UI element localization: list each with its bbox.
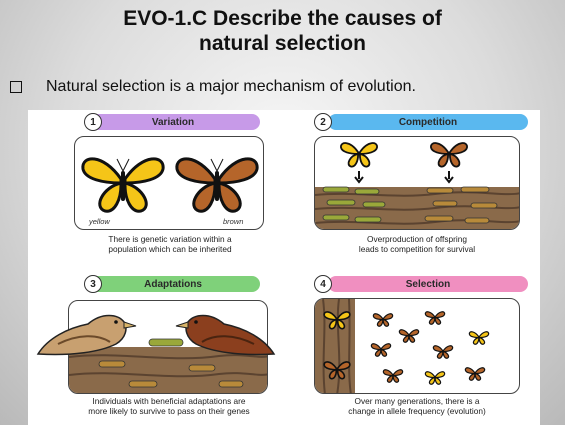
brown-butterfly-icon: [431, 143, 467, 167]
brown-butterfly-icon: [433, 346, 452, 359]
panel-number-text: 3: [90, 279, 96, 290]
panel-frame: yellow brown: [74, 136, 264, 230]
caption-line-2: change in allele frequency (evolution): [314, 406, 520, 416]
yellow-butterfly-icon: [83, 159, 163, 211]
bird-right-icon: [176, 316, 274, 355]
competition-illustration: [315, 137, 520, 230]
panel-caption: Individuals with beneficial adaptations …: [64, 396, 274, 416]
label-brown: brown: [223, 217, 243, 226]
brown-butterfly-icon: [177, 159, 257, 211]
panel-heading: Adaptations: [86, 276, 260, 292]
slide-title: EVO-1.C Describe the causes of natural s…: [0, 6, 565, 56]
caption-line-1: There is genetic variation within a: [68, 234, 272, 244]
panel-variation: Variation 1: [28, 110, 284, 268]
yellow-butterfly-icon: [469, 332, 488, 345]
caption-line-2: population which can be inherited: [68, 244, 272, 254]
yellow-butterfly-icon: [341, 143, 377, 167]
panel-selection: Selection 4: [284, 270, 540, 425]
brown-butterfly-icon: [373, 314, 392, 327]
brown-butterfly-icon: [383, 370, 402, 383]
bullet-text: Natural selection is a major mechanism o…: [46, 78, 416, 96]
brown-butterfly-icon: [465, 368, 484, 381]
caption-line-1: Overproduction of offspring: [314, 234, 520, 244]
panel-adaptations: Adaptations 3: [28, 270, 284, 425]
panel-number-text: 1: [90, 117, 96, 128]
panel-heading-text: Variation: [152, 117, 194, 128]
caption-line-1: Over many generations, there is a: [314, 396, 520, 406]
panel-number: 2: [314, 113, 332, 131]
panel-number: 3: [84, 275, 102, 293]
caption-line-2: leads to competition for survival: [314, 244, 520, 254]
birds-illustration: [28, 298, 284, 388]
brown-butterfly-icon: [425, 312, 444, 325]
panel-heading: Variation: [86, 114, 260, 130]
panel-heading-text: Competition: [399, 117, 457, 128]
panel-number-text: 2: [320, 117, 326, 128]
panel-heading: Competition: [328, 114, 528, 130]
caption-line-1: Individuals with beneficial adaptations …: [64, 396, 274, 406]
natural-selection-figure: Variation 1: [28, 110, 540, 425]
bird-left-icon: [38, 316, 136, 355]
panel-caption: There is genetic variation within a popu…: [68, 234, 272, 254]
checkbox-bullet-icon: [10, 81, 22, 93]
selection-illustration: [315, 299, 520, 394]
panel-caption: Overproduction of offspring leads to com…: [314, 234, 520, 254]
panel-frame: [314, 136, 520, 230]
yellow-butterfly-icon: [425, 372, 444, 385]
brown-butterfly-icon: [371, 344, 390, 357]
label-yellow: yellow: [89, 217, 110, 226]
bullet-item: Natural selection is a major mechanism o…: [10, 78, 416, 96]
panel-frame: [314, 298, 520, 394]
panel-heading-text: Selection: [406, 279, 450, 290]
title-line-2: natural selection: [0, 31, 565, 56]
panel-number-text: 4: [320, 279, 326, 290]
panel-number: 4: [314, 275, 332, 293]
title-line-1: EVO-1.C Describe the causes of: [0, 6, 565, 31]
caption-line-2: more likely to survive to pass on their …: [64, 406, 274, 416]
panel-heading: Selection: [328, 276, 528, 292]
panel-caption: Over many generations, there is a change…: [314, 396, 520, 416]
panel-competition: Competition 2: [284, 110, 540, 268]
brown-butterfly-icon: [399, 330, 418, 343]
panel-number: 1: [84, 113, 102, 131]
panel-heading-text: Adaptations: [144, 279, 202, 290]
